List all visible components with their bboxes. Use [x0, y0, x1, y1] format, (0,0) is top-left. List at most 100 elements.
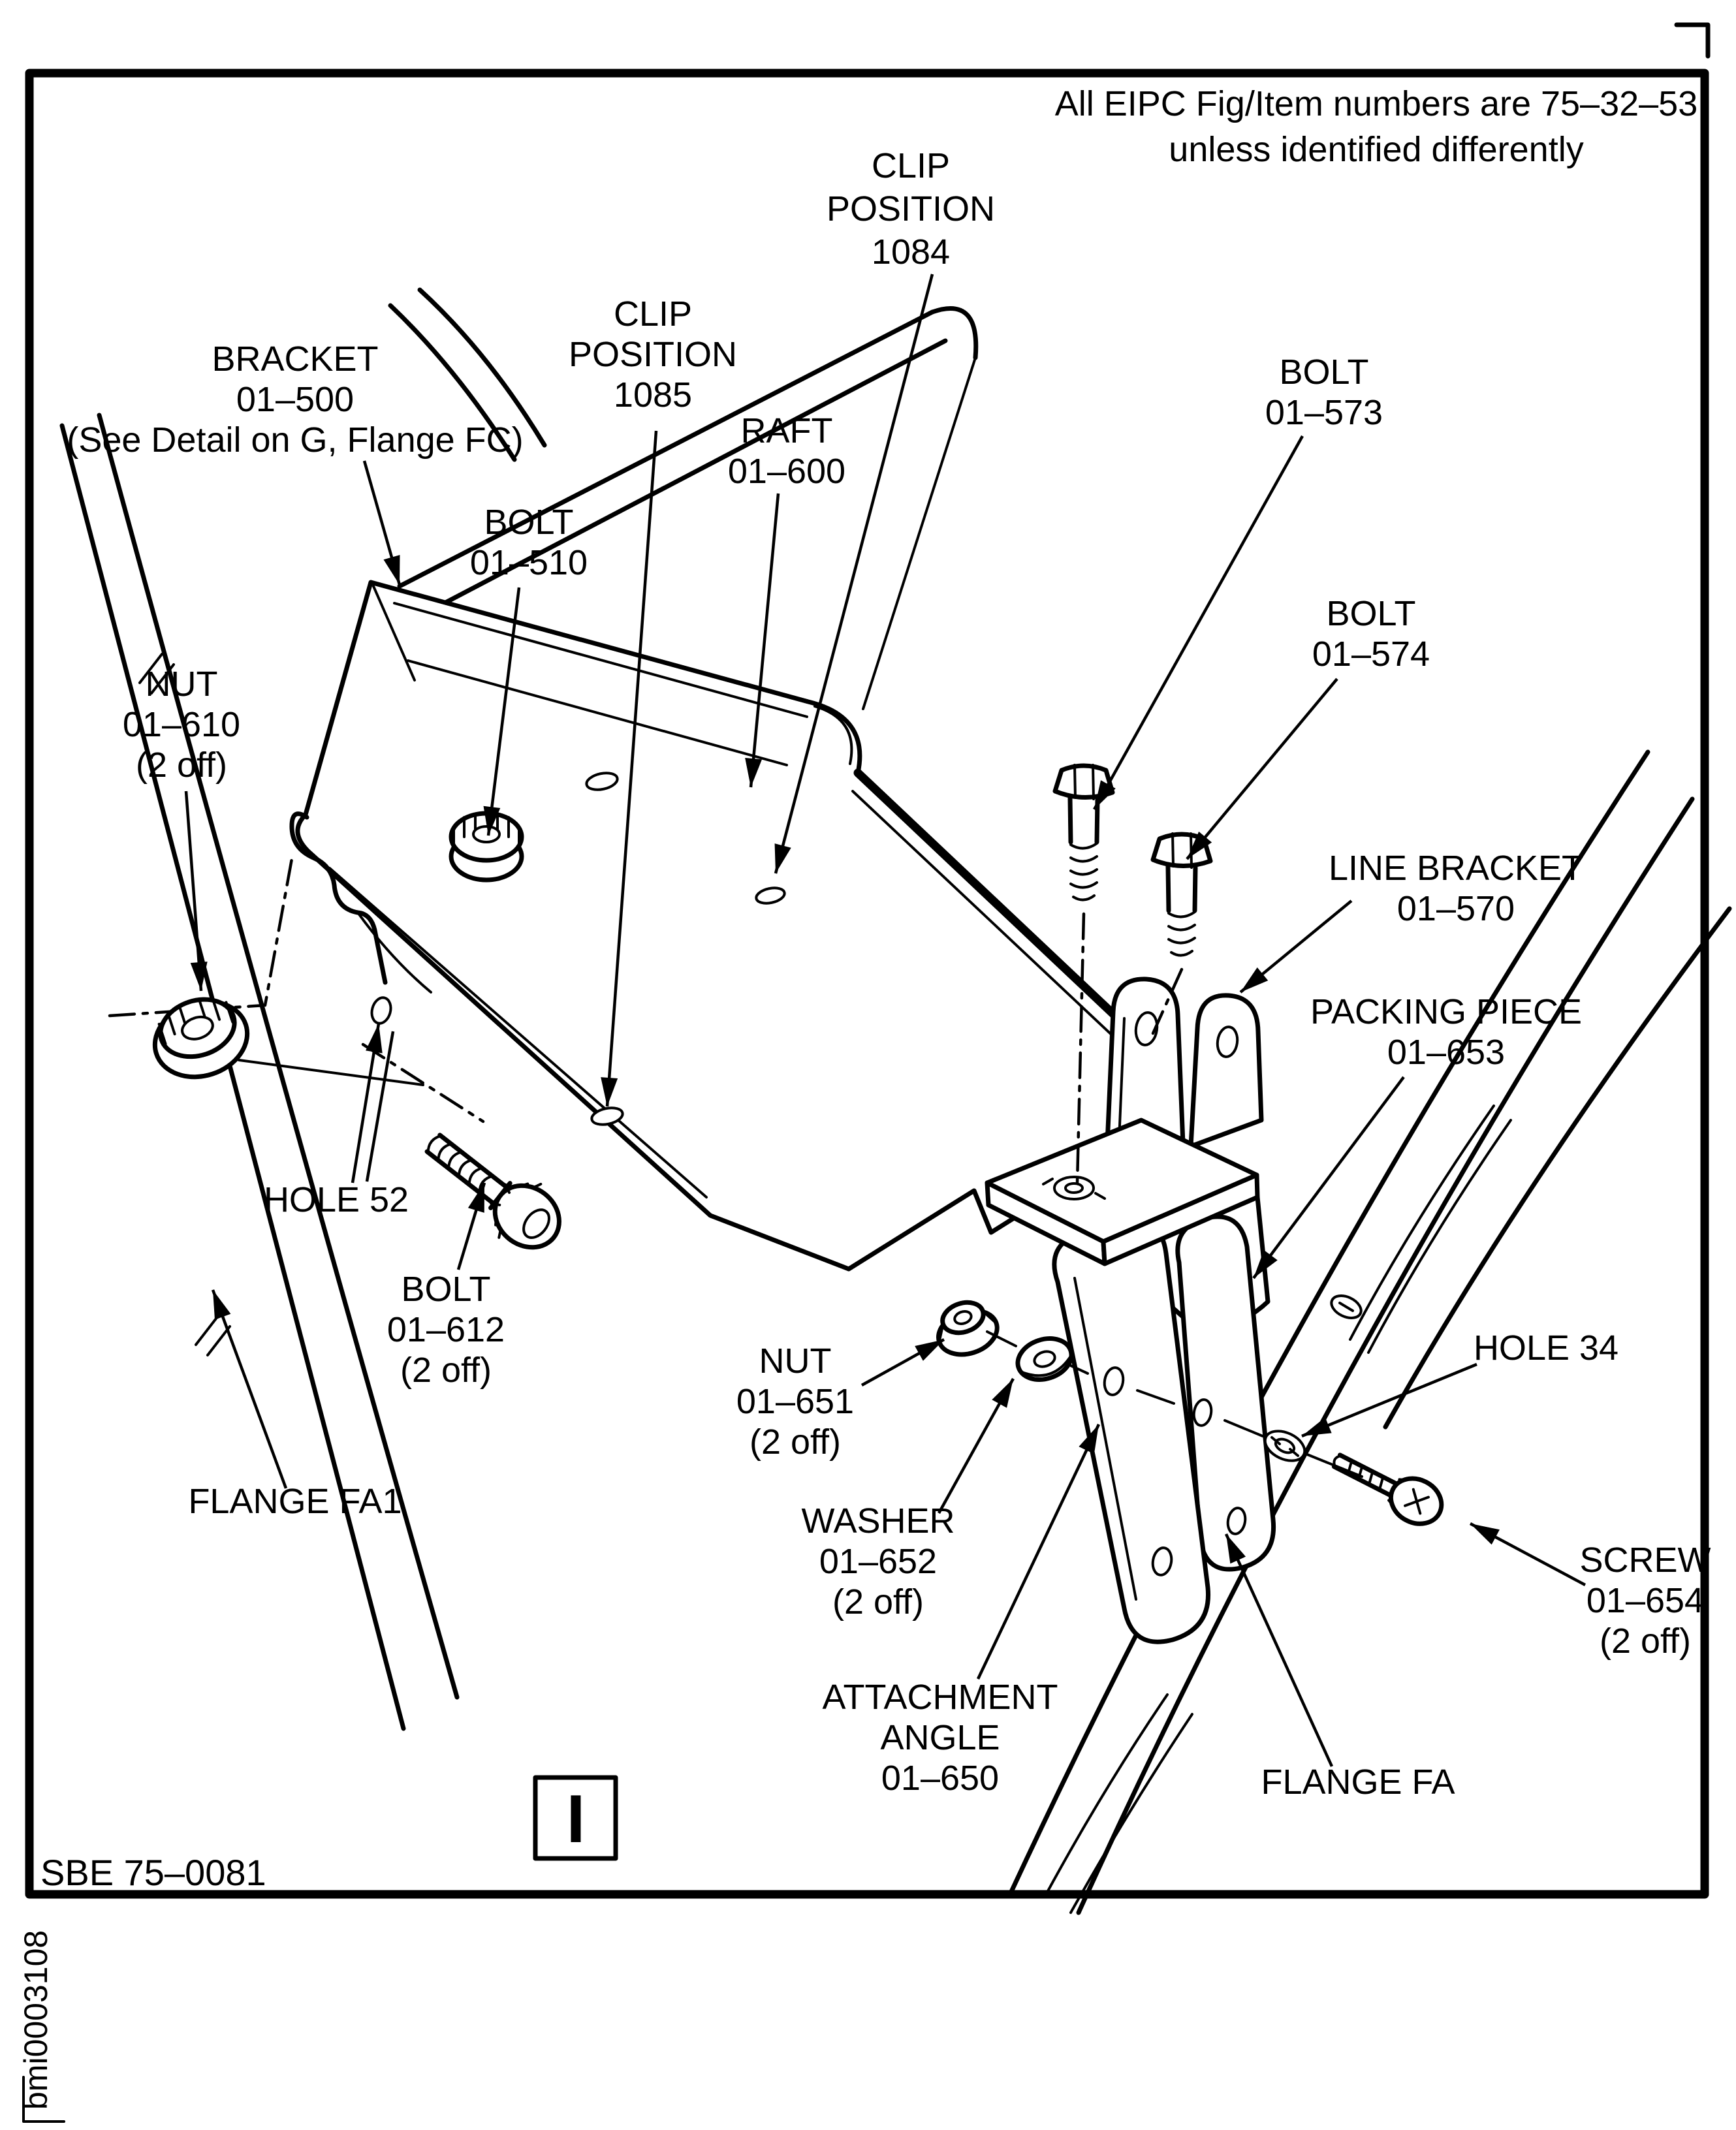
leader-bracket-arrowhead — [383, 555, 400, 585]
clip-position-1085-hole — [590, 1106, 624, 1126]
leader-hole-52b — [365, 1031, 395, 1182]
callout-labels: CLIPPOSITION1084CLIPPOSITION1085BRACKET0… — [67, 146, 1711, 1802]
label-bolt-01-573-line-2: 01–573 — [1265, 393, 1383, 432]
label-attachment-angle-01-650-line-3: 01–650 — [881, 1759, 999, 1798]
leader-packing — [1252, 1076, 1405, 1279]
leader-bolt-573-arrowhead — [1094, 780, 1116, 809]
leader-hole-52-arrowhead — [366, 1024, 383, 1054]
left-lug-hole — [1134, 1011, 1159, 1046]
leader-flange-fa-arrowhead — [1226, 1534, 1246, 1564]
clip-hole-raft — [585, 772, 619, 791]
washer-652-drawing — [1015, 1336, 1074, 1382]
leader-attachment-arrowhead — [1079, 1424, 1099, 1454]
drawing-border — [25, 69, 1709, 1899]
bolt-573-drawing — [1052, 763, 1115, 1185]
exploded-axis-lines — [986, 1330, 1363, 1478]
attachment-angle-drawing — [1052, 1217, 1211, 1644]
label-screw-01-654-line-1: SCREW — [1580, 1541, 1711, 1580]
label-packing-piece-01-653-line-2: 01–653 — [1387, 1033, 1505, 1072]
bracket-web-drawing — [397, 306, 979, 710]
leader-clip-1085 — [605, 430, 658, 1107]
label-clip-position-1084-line-2: POSITION — [827, 189, 995, 228]
label-nut-01-610-line-2: 01–610 — [123, 705, 240, 744]
label-bolt-01-510-line-2: 01–510 — [470, 543, 588, 582]
watermark-corner-mark — [22, 2076, 65, 2123]
label-raft-01-600-line-1: RAFT — [741, 411, 833, 450]
label-bolt-01-574-line-2: 01–574 — [1312, 634, 1430, 674]
label-clip-position-1084-line-1: CLIP — [872, 146, 950, 185]
nut-651-drawing — [936, 1300, 1000, 1357]
label-bolt-01-612-line-3: (2 off) — [400, 1351, 492, 1390]
leader-flange-fa1 — [211, 1289, 288, 1489]
leader-screw-654-arrowhead — [1470, 1524, 1500, 1545]
drawing-number: SBE 75–0081 — [40, 1852, 266, 1893]
detail-marker-box: I — [533, 1775, 618, 1861]
leader-raft — [749, 493, 780, 788]
label-clip-position-1085-line-1: CLIP — [614, 294, 692, 334]
label-clip-position-1084-line-3: 1084 — [872, 232, 950, 272]
label-line-bracket-01-570-line-1: LINE BRACKET — [1329, 849, 1583, 888]
label-bracket-01-500-line-3: (See Detail on G, Flange FC) — [67, 420, 523, 460]
leader-clip-1084 — [774, 274, 934, 874]
label-hole-34-line-1: HOLE 34 — [1474, 1328, 1618, 1368]
leader-clip-1085-arrowhead — [601, 1077, 618, 1106]
label-bolt-01-612-line-2: 01–612 — [387, 1310, 505, 1349]
leader-lines — [184, 274, 1586, 1767]
label-attachment-angle-01-650-line-1: ATTACHMENT — [823, 1678, 1058, 1717]
note-line-1: All EIPC Fig/Item numbers are 75–32–53 — [1055, 84, 1698, 123]
leader-bolt-573 — [1093, 435, 1304, 811]
leader-nut-651-arrowhead — [915, 1339, 944, 1361]
leader-flange-fa1-arrowhead — [213, 1290, 231, 1320]
label-clip-position-1085-line-2: POSITION — [569, 335, 737, 374]
label-washer-01-652-line-3: (2 off) — [832, 1582, 924, 1621]
flange-fa-drawing — [1008, 749, 1732, 1915]
flange-fc-arcs — [388, 287, 547, 462]
leader-washer-652-arrowhead — [992, 1379, 1013, 1408]
leader-nut-610 — [184, 791, 203, 992]
label-bracket-01-500-line-2: 01–500 — [236, 380, 354, 419]
leader-attachment — [976, 1424, 1101, 1680]
leader-bolt-612-arrowhead — [467, 1183, 484, 1213]
label-clip-position-1085-line-3: 1085 — [614, 375, 692, 415]
label-raft-01-600-line-2: 01–600 — [728, 452, 845, 491]
label-attachment-angle-01-650-line-2: ANGLE — [880, 1718, 1000, 1757]
label-bolt-01-612-line-1: BOLT — [401, 1270, 490, 1309]
label-screw-01-654-line-2: 01–654 — [1586, 1581, 1704, 1620]
leader-line-bracket-arrowhead — [1240, 967, 1269, 992]
label-screw-01-654-line-3: (2 off) — [1600, 1621, 1691, 1661]
nut-on-plate — [449, 811, 524, 883]
leader-bolt-510 — [486, 587, 521, 836]
leader-flange-fa — [1224, 1533, 1334, 1767]
leader-hole-34-arrowhead — [1302, 1417, 1332, 1436]
clip-position-1084-hole — [755, 886, 786, 905]
label-bracket-01-500-line-1: BRACKET — [212, 339, 378, 379]
nut-610-axis-line — [238, 1059, 424, 1086]
label-flange-fa1-line-1: FLANGE FA1 — [188, 1482, 402, 1521]
label-nut-01-651-line-2: 01–651 — [736, 1382, 854, 1421]
leader-bolt-510-arrowhead — [483, 806, 501, 836]
label-washer-01-652-line-1: WASHER — [801, 1501, 955, 1541]
label-nut-01-651-line-1: NUT — [759, 1341, 832, 1381]
leader-bolt-574 — [1186, 678, 1338, 860]
label-bolt-01-574-line-1: BOLT — [1326, 594, 1415, 633]
leader-packing-arrowhead — [1254, 1249, 1278, 1278]
hole-52-hole — [370, 996, 392, 1025]
label-nut-01-610-line-3: (2 off) — [136, 745, 227, 785]
detail-marker-letter: I — [567, 1781, 586, 1857]
nut-610-drawing — [152, 997, 250, 1080]
label-bolt-01-573-line-1: BOLT — [1279, 352, 1368, 392]
line-bracket-drawing — [985, 977, 1264, 1266]
label-nut-01-651-line-3: (2 off) — [750, 1422, 841, 1462]
leader-hole-34 — [1301, 1362, 1477, 1438]
label-packing-piece-01-653-line-1: PACKING PIECE — [1310, 992, 1582, 1031]
label-bolt-01-510-line-1: BOLT — [484, 503, 573, 542]
corner-crop-mark — [1674, 22, 1711, 59]
screw-654-drawing — [1331, 1452, 1444, 1526]
clip-hook — [289, 811, 432, 1025]
note-line-2: unless identified differently — [1169, 130, 1583, 169]
leader-bolt-574-arrowhead — [1187, 831, 1212, 859]
hole-34-drawing — [1263, 1430, 1306, 1462]
right-lug-hole — [1216, 1026, 1239, 1058]
